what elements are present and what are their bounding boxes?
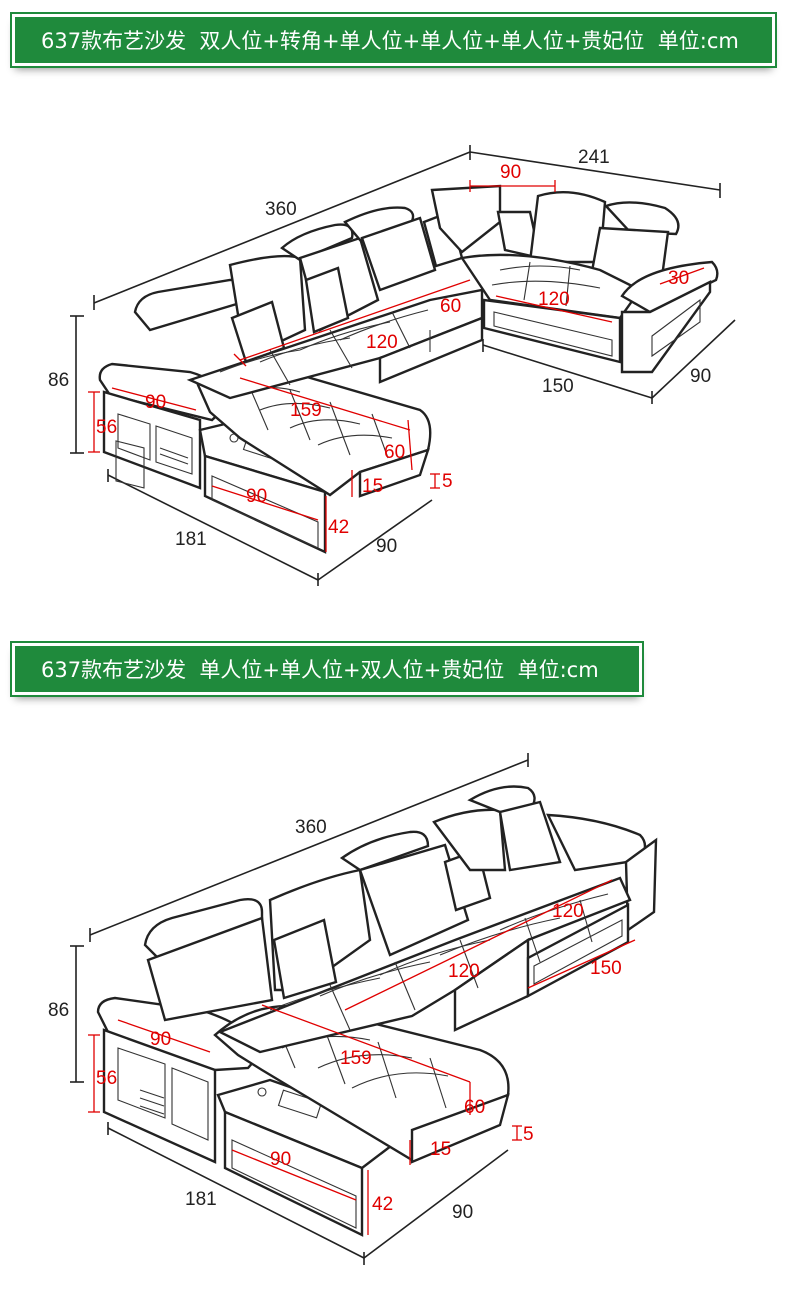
dim2-storage-width: 90 xyxy=(270,1149,291,1170)
dim-corner-width: 90 xyxy=(500,162,521,183)
seat-cushions-2 xyxy=(217,876,632,1054)
dim2-cushion-thickness: 15 xyxy=(430,1139,451,1160)
dim-chaise-length: 159 xyxy=(290,400,322,421)
dim-seat-left: 120 xyxy=(366,332,398,353)
dim-base-depth: 90 xyxy=(376,536,397,557)
dim-storage-width: 90 xyxy=(246,486,267,507)
sofa-diagram-l-shape: 360 241 90 86 90 56 60 120 120 30 159 60… xyxy=(48,145,736,586)
red-measurement-lines-2 xyxy=(88,879,636,1235)
right-section xyxy=(430,184,719,374)
dim-arm-height: 56 xyxy=(96,417,117,438)
dim-side-arm: 30 xyxy=(668,268,689,289)
dim-armrest-top: 90 xyxy=(145,392,166,413)
left-armrest-unit-2 xyxy=(96,996,264,1164)
back-section-2 xyxy=(143,785,658,1022)
dim-right-length: 150 xyxy=(542,376,574,397)
red-measurement-lines xyxy=(88,180,705,552)
overall-dimension-lines-2 xyxy=(70,753,529,1265)
dim-overall-right: 241 xyxy=(578,147,610,168)
dim-cushion-thickness: 15 xyxy=(362,476,383,497)
dim2-armrest-top: 90 xyxy=(150,1029,171,1050)
seat-cushions-left xyxy=(186,288,484,400)
dim2-seat-left: 120 xyxy=(448,961,480,982)
dim2-seat-right: 120 xyxy=(552,901,584,922)
dim-chaise-depth: 60 xyxy=(384,442,405,463)
dim2-height: 86 xyxy=(48,1000,69,1021)
dim2-arm-height: 56 xyxy=(96,1068,117,1089)
banner-title-bottom: 637款布艺沙发 单人位+单人位+双人位+贵妃位 单位:cm xyxy=(41,658,599,682)
dim-back-depth: 60 xyxy=(440,296,461,317)
dim2-base-depth: 90 xyxy=(452,1202,473,1223)
dim2-chaise-depth: 60 xyxy=(464,1097,485,1118)
title-banner-top: 637款布艺沙发 双人位+转角+单人位+单人位+单人位+贵妃位 单位:cm xyxy=(10,12,777,68)
dim2-seat-height: 42 xyxy=(372,1194,393,1215)
dim2-right-length: 150 xyxy=(590,958,622,979)
title-banner-bottom: 637款布艺沙发 单人位+单人位+双人位+贵妃位 单位:cm xyxy=(10,641,644,697)
dim-right-depth: 90 xyxy=(690,366,711,387)
dim2-chaise-length: 159 xyxy=(340,1048,372,1069)
storage-box-2 xyxy=(216,1078,415,1237)
dim2-base-length: 181 xyxy=(185,1189,217,1210)
banner-title-top: 637款布艺沙发 双人位+转角+单人位+单人位+单人位+贵妃位 单位:cm xyxy=(41,29,739,53)
dim2-overall-length: 360 xyxy=(295,817,327,838)
dim-seat-right: 120 xyxy=(538,289,570,310)
dim-height: 86 xyxy=(48,370,69,391)
back-section-left xyxy=(133,206,464,364)
dim-base-length: 181 xyxy=(175,529,207,550)
dim-overall-length: 360 xyxy=(265,199,297,220)
overall-dimension-lines xyxy=(70,145,736,586)
dim2-gap: 5 xyxy=(523,1124,534,1145)
chaise-cushion-2 xyxy=(213,1004,510,1164)
dim-gap: 5 xyxy=(442,471,453,492)
dim-seat-height: 42 xyxy=(328,517,349,538)
